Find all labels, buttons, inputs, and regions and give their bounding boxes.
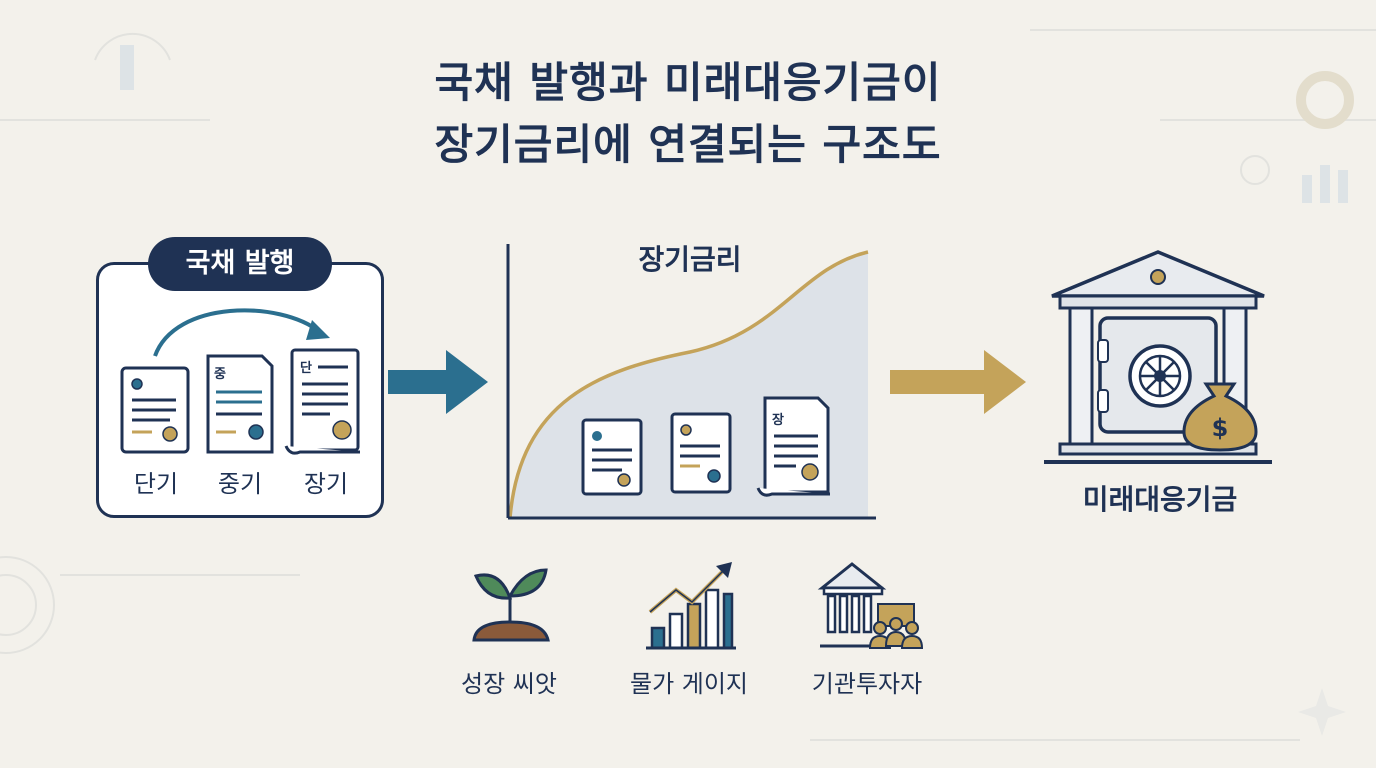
- title-line-2: 장기금리에 연결되는 구조도: [434, 120, 942, 169]
- title-line-1: 국채 발행과 미래대응기금이: [434, 58, 942, 107]
- price-gauge-label: 물가 게이지: [629, 670, 749, 698]
- future-fund-label: 미래대응기금: [1082, 483, 1238, 516]
- long-term-rate-label: 장기금리: [638, 243, 742, 276]
- short-term-label: 단기: [133, 470, 179, 498]
- long-term-label: 장기: [303, 470, 349, 498]
- institutional-investor-label: 기관투자자: [811, 670, 923, 698]
- growth-seed-label: 성장 씨앗: [461, 670, 557, 698]
- mid-term-label: 중기: [217, 470, 263, 498]
- issuance-badge: 국채 발행: [148, 237, 332, 291]
- diagram-title: 국채 발행과 미래대응기금이 장기금리에 연결되는 구조도: [0, 52, 1376, 176]
